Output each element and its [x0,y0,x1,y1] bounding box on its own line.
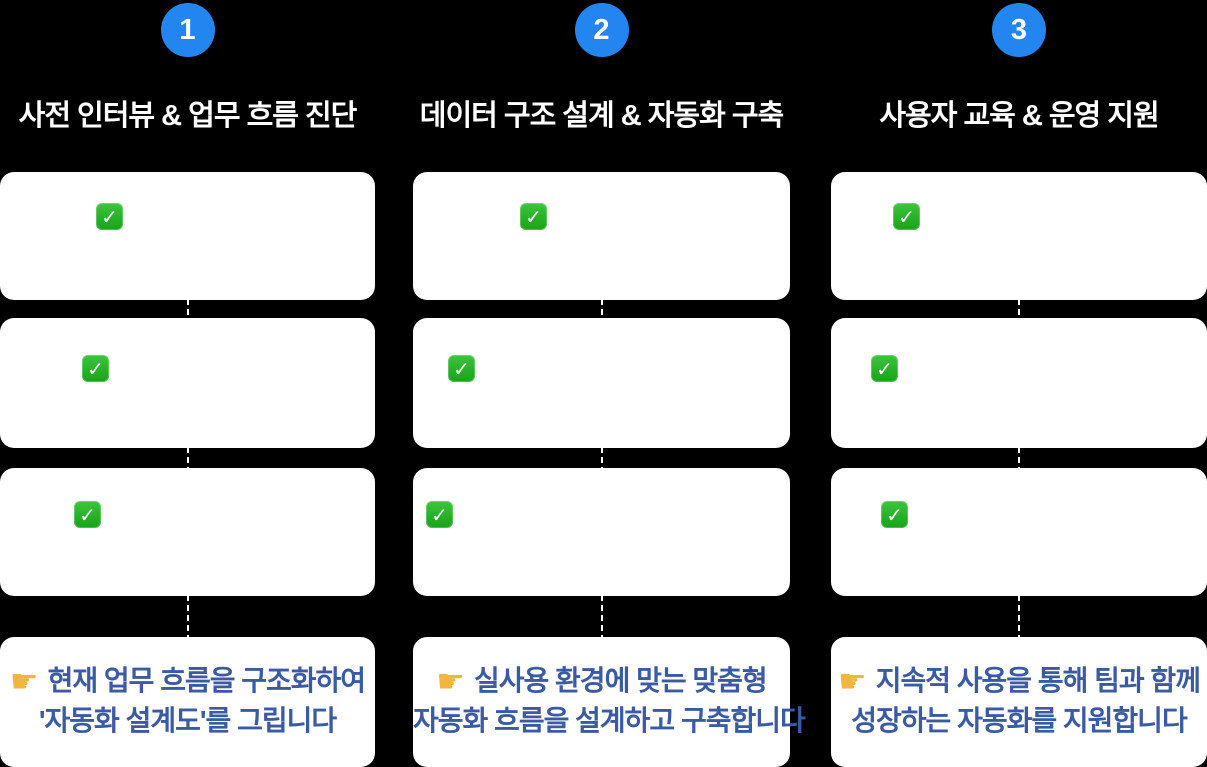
check-glyph: ✓ [898,204,915,229]
checklist-card: ✓ [0,468,375,596]
checklist-card: ✓ [831,172,1207,300]
check-mark-icon: ✓ [881,501,908,528]
check-mark-icon: ✓ [520,203,547,230]
summary-line-2: '자동화 설계도'를 그립니다 [38,705,337,736]
step-2-number: 2 [593,13,610,46]
check-glyph: ✓ [431,502,448,527]
checklist-card: ✓ [831,468,1207,596]
checklist-card: ✓ [0,318,375,448]
checklist-card: ✓ [413,468,790,596]
step-1-number: 1 [179,13,196,46]
connector-line [600,299,603,319]
summary-line-1: ☛ 지속적 사용을 통해 팀과 함께 [831,661,1207,701]
pointing-finger-icon: ☛ [838,662,867,700]
step-1-number-badge: 1 [160,3,215,57]
summary-text: 현재 업무 흐름을 구조화하여 [47,665,366,696]
step-column-1: 1 사전 인터뷰 & 업무 흐름 진단 ✓ ✓ ✓ ☛ 현재 업무 흐름을 구조화… [0,0,375,767]
summary-line-2: 성장하는 자동화를 지원합니다 [851,705,1187,736]
check-glyph: ✓ [453,356,470,381]
connector-line [600,447,603,469]
step-2-number-badge: 2 [574,3,629,57]
connector-line [1018,447,1020,469]
summary-card: ☛ 현재 업무 흐름을 구조화하여 '자동화 설계도'를 그립니다 [0,637,375,767]
summary-text: 실사용 환경에 맞는 맞춤형 [473,665,768,696]
step-2-title: 데이터 구조 설계 & 자동화 구축 [419,100,784,132]
check-glyph: ✓ [886,502,903,527]
connector-line [1018,595,1020,638]
check-glyph: ✓ [101,204,118,229]
summary-line-2: 자동화 흐름을 설계하고 구축합니다 [413,705,806,736]
step-3-number: 3 [1010,13,1028,46]
step-1-title: 사전 인터뷰 & 업무 흐름 진단 [18,100,358,132]
checklist-card: ✓ [413,172,790,300]
connector-line [186,595,189,638]
check-glyph: ✓ [79,502,96,527]
pointing-finger-icon: ☛ [436,662,465,700]
connector-line [186,447,189,469]
summary-text: 지속적 사용을 통해 팀과 함께 [875,665,1201,696]
pointing-finger-icon: ☛ [9,662,39,700]
summary-line-1: ☛ 현재 업무 흐름을 구조화하여 [0,661,375,701]
check-glyph: ✓ [525,204,542,229]
check-mark-icon: ✓ [871,355,898,382]
checklist-card: ✓ [831,318,1207,448]
connector-line [600,595,603,638]
check-glyph: ✓ [87,356,104,381]
step-3-number-badge: 3 [992,3,1046,57]
step-column-3: 3 사용자 교육 & 운영 지원 ✓ ✓ ✓ ☛ 지속적 사용을 통해 팀과 함께… [831,0,1207,767]
check-mark-icon: ✓ [426,501,453,528]
check-mark-icon: ✓ [448,355,475,382]
checklist-card: ✓ [413,318,790,448]
connector-line [186,299,189,319]
summary-card: ☛ 지속적 사용을 통해 팀과 함께 성장하는 자동화를 지원합니다 [831,637,1207,767]
summary-line-1: ☛ 실사용 환경에 맞는 맞춤형 [413,661,790,701]
check-mark-icon: ✓ [74,501,101,528]
check-mark-icon: ✓ [82,355,109,382]
connector-line [1018,299,1020,319]
check-mark-icon: ✓ [96,203,123,230]
step-column-2: 2 데이터 구조 설계 & 자동화 구축 ✓ ✓ ✓ ☛ 실사용 환경에 맞는 맞… [413,0,806,767]
check-glyph: ✓ [876,356,893,381]
check-mark-icon: ✓ [893,203,920,230]
checklist-card: ✓ [0,172,375,300]
step-3-title: 사용자 교육 & 운영 지원 [879,100,1159,132]
summary-card: ☛ 실사용 환경에 맞는 맞춤형 자동화 흐름을 설계하고 구축합니다 [413,637,806,767]
